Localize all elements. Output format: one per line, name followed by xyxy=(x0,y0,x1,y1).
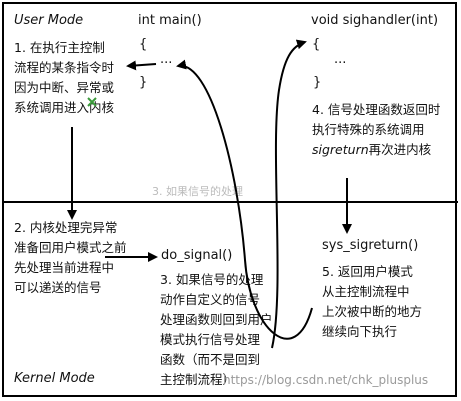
arrow-main-to-step1 xyxy=(126,60,157,71)
faded-residual-text: 3. 如果信号的处理 xyxy=(152,185,243,198)
step-1-text: 1. 在执行主控制 流程的某条指令时 因为中断、异常或 系统调用进入内核 xyxy=(14,40,115,115)
sigreturn-keyword: sigreturn xyxy=(312,142,369,157)
step-2-text: 2. 内核处理完异常 准备回用户模式之前 先处理当前进程中 可以递送的信号 xyxy=(14,220,127,295)
arrow-to-sighandler xyxy=(271,39,307,349)
diagram-frame xyxy=(2,2,457,397)
sighandler-close-brace: } xyxy=(313,75,322,90)
kernel-mode-label: Kernel Mode xyxy=(14,371,95,386)
main-function-signature: int main() xyxy=(138,13,202,28)
step-3-text: 3. 如果信号的处理 动作自定义的信号 处理函数则回到用户 模式执行信号处理 函… xyxy=(160,272,273,387)
main-body-ellipsis: ··· xyxy=(160,56,173,71)
sys-sigreturn-label: sys_sigreturn() xyxy=(322,238,419,253)
cursor-mark-icon xyxy=(87,97,97,107)
sighandler-body-ellipsis: ··· xyxy=(334,56,347,71)
main-open-brace: { xyxy=(139,37,148,52)
sighandler-signature: void sighandler(int) xyxy=(311,13,439,28)
mode-divider-line xyxy=(2,201,458,203)
step-5-text: 5. 返回用户模式 从主控制流程中 上次被中断的地方 继续向下执行 xyxy=(322,264,423,339)
main-close-brace: } xyxy=(139,75,148,90)
do-signal-label: do_signal() xyxy=(161,248,233,263)
watermark-url: https://blog.csdn.net/chk_plusplus xyxy=(223,373,429,387)
user-mode-label: User Mode xyxy=(14,13,84,28)
arrow-return-to-main xyxy=(176,59,313,340)
sighandler-open-brace: { xyxy=(312,37,321,52)
step-4-text: 4. 信号处理函数返回时 执行特殊的系统调用 sigreturn再次进内核 xyxy=(312,102,441,157)
